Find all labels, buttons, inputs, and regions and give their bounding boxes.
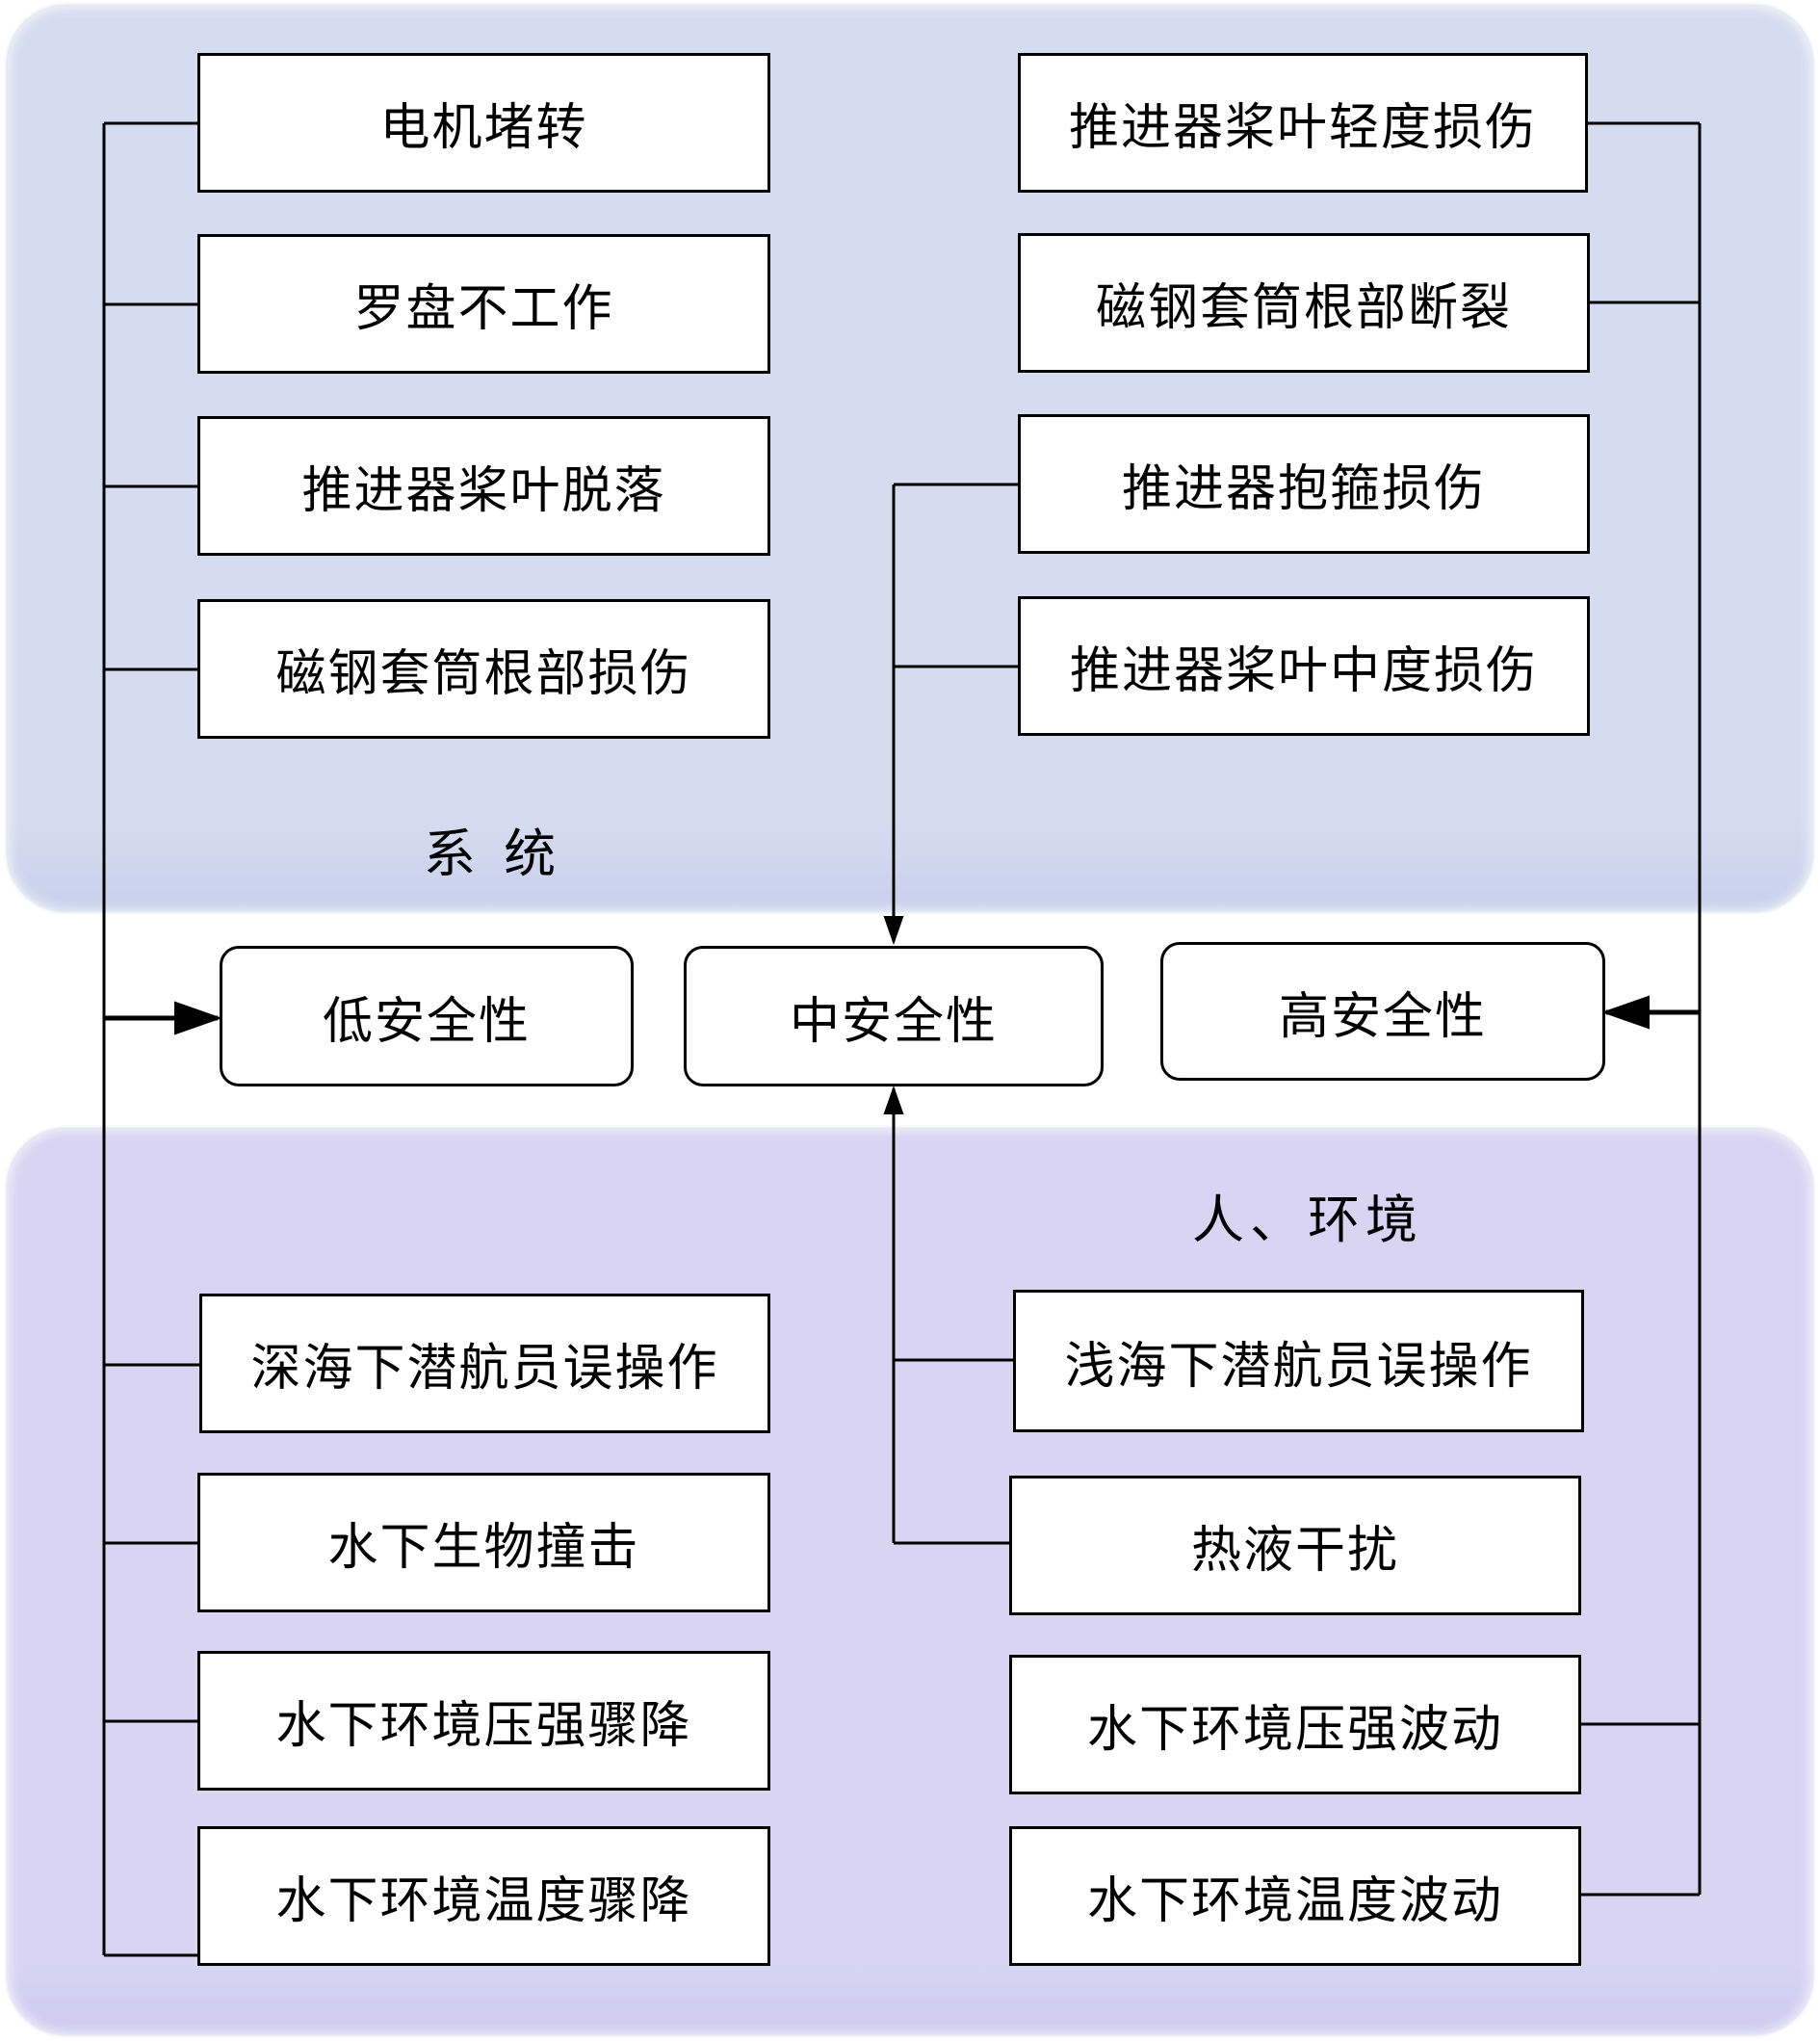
factor-box: 推进器抱箍损伤 [1018, 414, 1590, 554]
factor-box: 推进器桨叶中度损伤 [1018, 596, 1590, 736]
factor-box: 水下环境温度骤降 [197, 1826, 770, 1966]
mid-safety-box: 中安全性 [684, 946, 1104, 1086]
low-safety-box: 低安全性 [220, 946, 634, 1086]
factor-box: 推进器桨叶轻度损伤 [1018, 53, 1588, 193]
factor-box: 磁钢套筒根部损伤 [197, 599, 770, 739]
factor-box: 热液干扰 [1009, 1476, 1581, 1615]
factor-box: 磁钢套筒根部断裂 [1018, 233, 1590, 373]
human-environment-group-label: 人、环境 [1192, 1190, 1423, 1250]
factor-box: 推进器桨叶脱落 [197, 416, 770, 556]
high-safety-box: 高安全性 [1160, 942, 1605, 1081]
factor-box: 深海下潜航员误操作 [199, 1294, 770, 1433]
system-group-label: 系 统 [424, 824, 562, 884]
factor-box: 浅海下潜航员误操作 [1013, 1290, 1584, 1432]
factor-box: 电机堵转 [197, 53, 770, 193]
factor-box: 水下环境温度波动 [1009, 1826, 1581, 1966]
factor-box: 水下环境压强波动 [1009, 1655, 1581, 1794]
factor-box: 罗盘不工作 [197, 234, 770, 374]
factor-box: 水下环境压强骤降 [197, 1651, 770, 1791]
factor-box: 水下生物撞击 [197, 1473, 770, 1612]
